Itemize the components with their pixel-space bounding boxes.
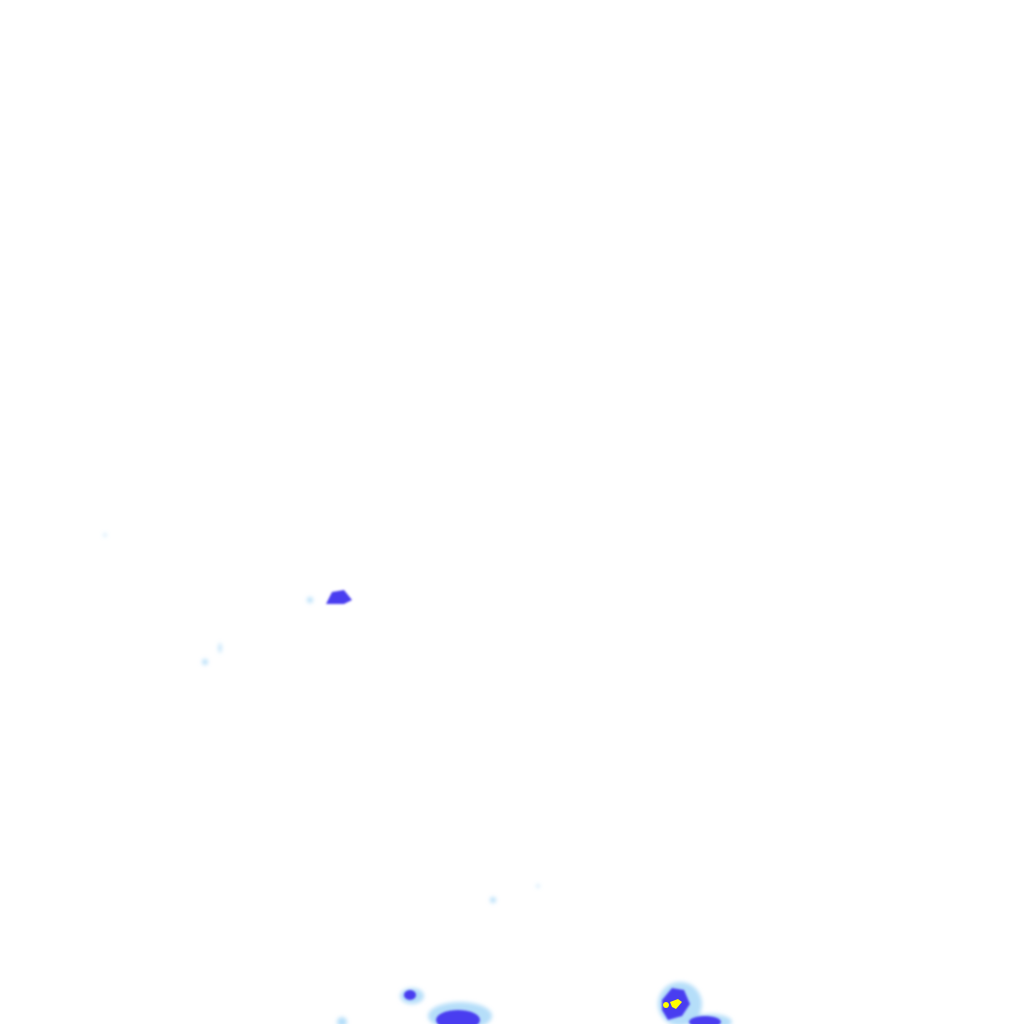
echo-light: [490, 897, 496, 903]
echo-moderate: [404, 990, 416, 1000]
echo-light: [307, 597, 313, 603]
echo-light: [103, 533, 107, 537]
echo-moderate: [326, 590, 352, 604]
echo-light: [536, 884, 540, 888]
echo-moderate: [689, 1016, 721, 1024]
echo-light: [337, 1017, 347, 1024]
echo-light: [218, 643, 222, 653]
echo-heavy: [663, 1002, 669, 1008]
echo-light: [202, 659, 208, 665]
echo-heavy: [670, 999, 682, 1009]
echo-moderate: [436, 1010, 480, 1024]
